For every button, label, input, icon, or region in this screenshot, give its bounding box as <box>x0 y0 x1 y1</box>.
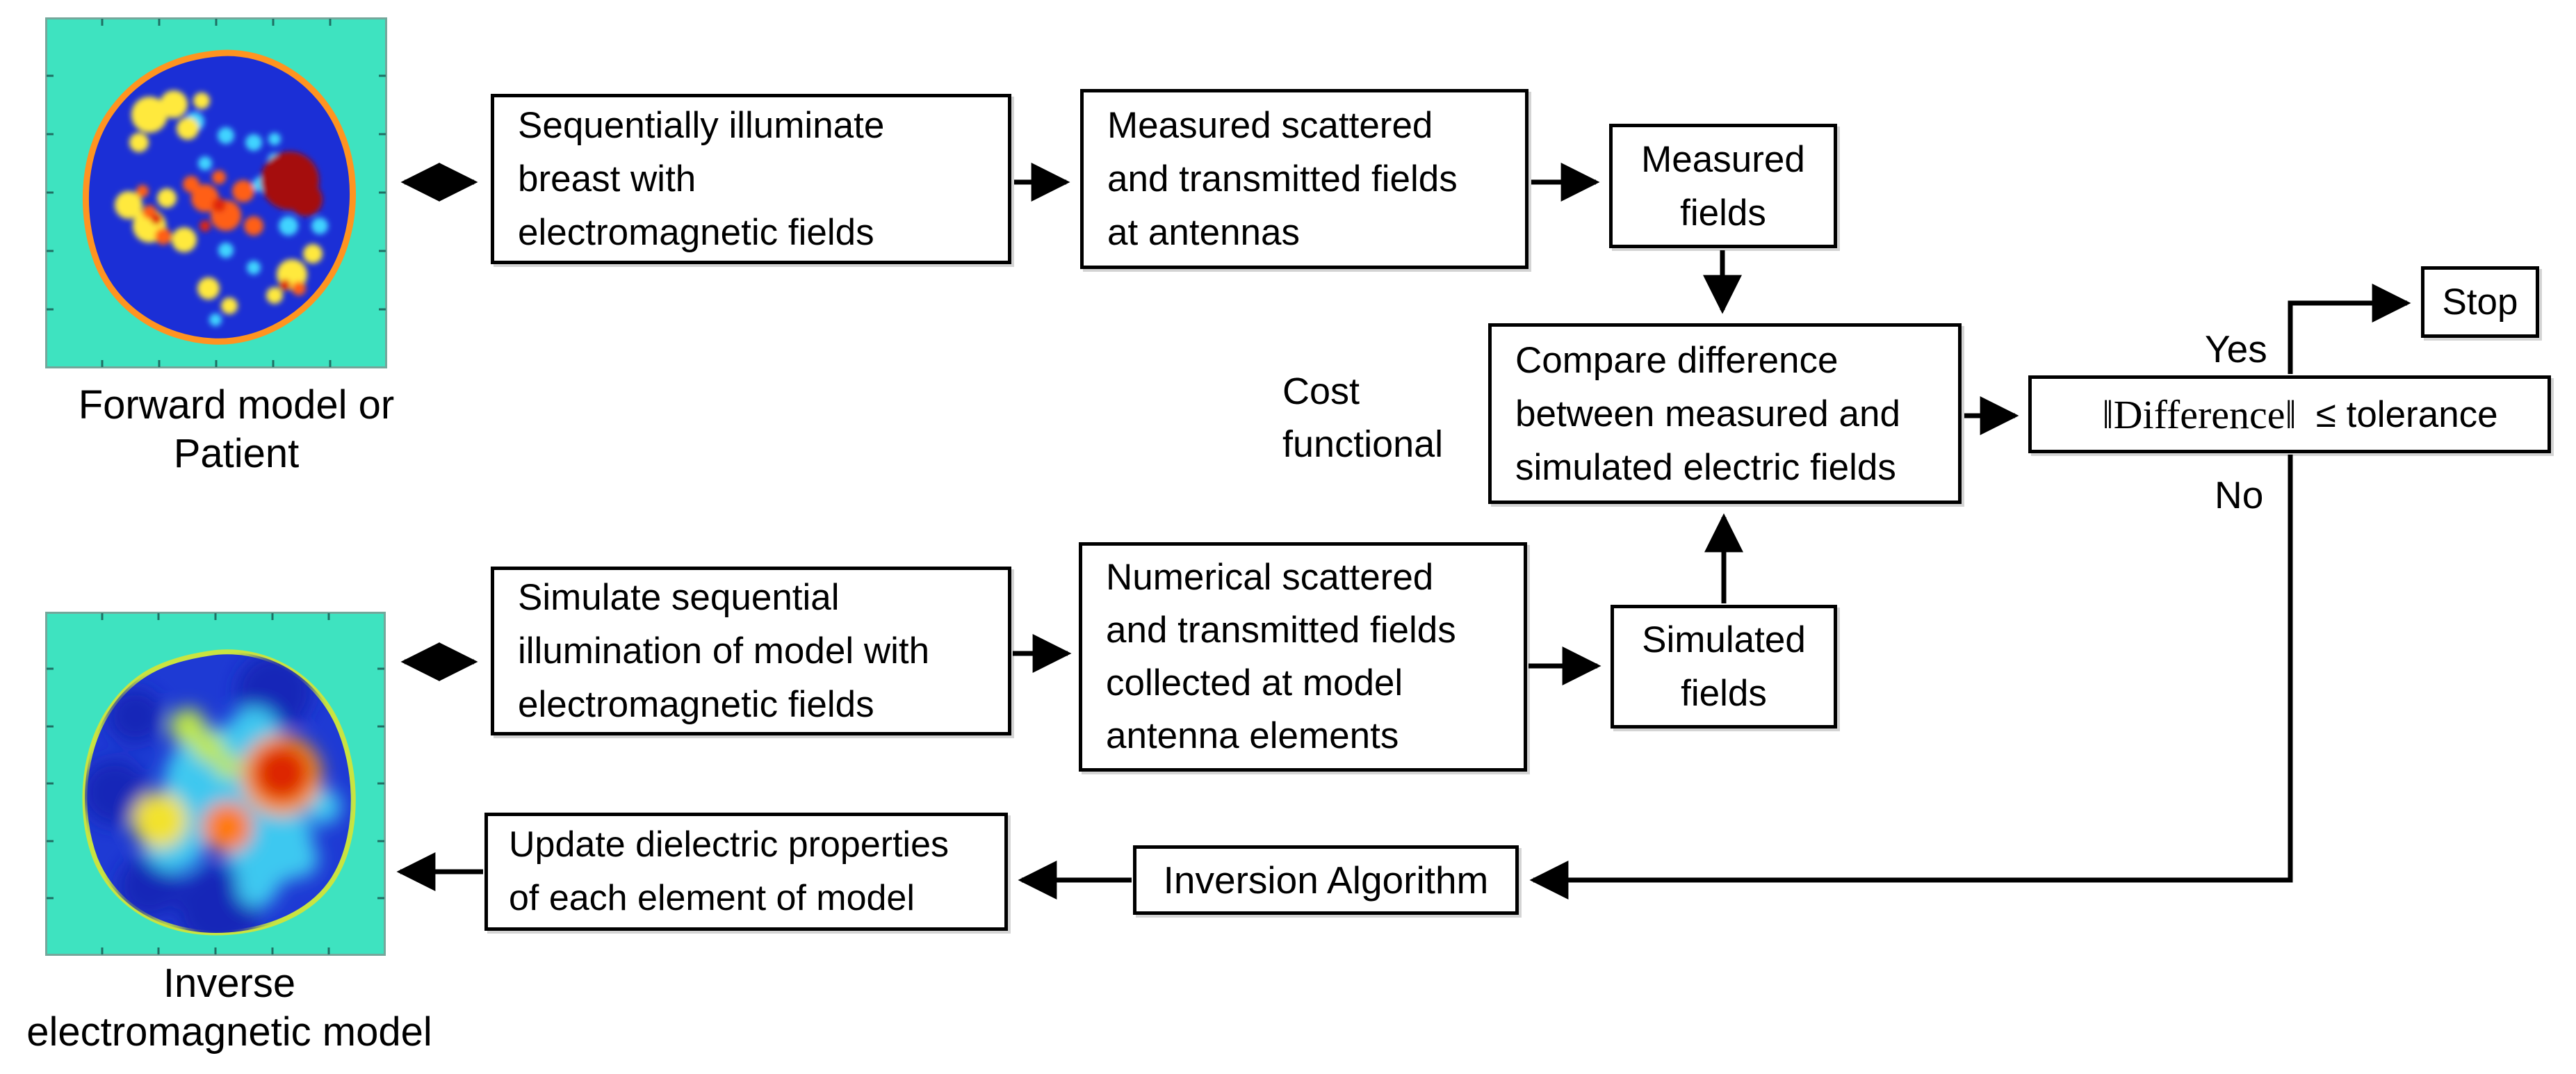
box-line: of each element of model <box>509 878 915 918</box>
arrow-no-to-inversion <box>1529 455 2293 900</box>
box-line: between measured and <box>1515 393 1900 434</box>
box-simulated-fields: Simulated fields <box>1611 605 1837 729</box>
box-line: Update dielectric properties <box>509 824 949 865</box>
box-line: collected at model <box>1106 662 1403 703</box>
box-line: Simulate sequential <box>518 577 840 618</box>
forward-caption-line2: Patient <box>173 431 300 476</box>
box-line: simulated electric fields <box>1515 446 1896 488</box>
box-line: electromagnetic fields <box>518 212 874 253</box>
box-line: Numerical scattered <box>1106 557 1434 598</box>
no-label: No <box>2215 473 2264 516</box>
box-compare-difference: Compare difference between measured and … <box>1488 323 1962 504</box>
box-difference-tolerance: ‖Difference‖ ≤ tolerance <box>2028 375 2551 453</box>
box-measured-scattered: Measured scattered and transmitted field… <box>1080 89 1529 269</box>
box-line: fields <box>1680 192 1766 234</box>
cost-functional-label: Cost functional <box>1282 365 1484 471</box>
yes-label: Yes <box>2205 327 2267 371</box>
tolerance-condition-text: ≤ tolerance <box>2315 393 2498 435</box>
box-line: Stop <box>2442 282 2518 323</box>
cost-label-line2: functional <box>1282 423 1444 465</box>
box-line: electromagnetic fields <box>518 684 874 725</box>
norm-difference-text: ‖Difference‖ <box>2102 391 2297 437</box>
box-numerical-scattered: Numerical scattered and transmitted fiel… <box>1079 542 1527 772</box>
inverse-model-plot <box>45 612 386 956</box>
box-sequentially-illuminate: Sequentially illuminate breast with elec… <box>491 94 1011 264</box>
cost-label-line1: Cost <box>1282 371 1360 412</box>
box-line: Simulated <box>1642 619 1806 660</box>
box-line: Inversion Algorithm <box>1163 858 1489 902</box>
forward-model-caption: Forward model or Patient <box>49 381 424 478</box>
forward-caption-line1: Forward model or <box>78 382 395 428</box>
box-line: Sequentially illuminate <box>518 105 885 146</box>
box-update-dielectric: Update dielectric properties of each ele… <box>484 813 1008 931</box>
inverse-caption-line2: electromagnetic model <box>26 1009 432 1055</box>
box-simulate-sequential: Simulate sequential illumination of mode… <box>491 567 1011 735</box>
inverse-model-image <box>45 612 386 956</box>
box-line: fields <box>1681 673 1767 714</box>
box-line: antenna elements <box>1106 715 1399 756</box>
arrow-yes-to-stop <box>2288 284 2411 374</box>
box-line: breast with <box>518 158 696 200</box>
box-measured-fields: Measured fields <box>1609 124 1837 248</box>
box-line: at antennas <box>1107 212 1301 253</box>
axis-ticks <box>47 613 384 954</box>
box-line: Measured <box>1641 138 1805 180</box>
inverse-caption-line1: Inverse <box>163 961 296 1006</box>
box-stop: Stop <box>2421 266 2539 338</box>
box-line: and transmitted fields <box>1106 610 1456 651</box>
forward-model-plot <box>45 17 387 368</box>
box-line: Compare difference <box>1515 339 1839 381</box>
axis-ticks <box>47 19 386 367</box>
box-line: and transmitted fields <box>1107 158 1458 200</box>
tumor-region <box>261 152 323 216</box>
box-inversion-algorithm: Inversion Algorithm <box>1133 845 1519 915</box>
inverse-model-caption: Inverse electromagnetic model <box>14 959 445 1057</box>
forward-model-image <box>45 17 387 368</box>
box-line: Measured scattered <box>1107 105 1433 146</box>
box-line: illumination of model with <box>518 630 930 672</box>
